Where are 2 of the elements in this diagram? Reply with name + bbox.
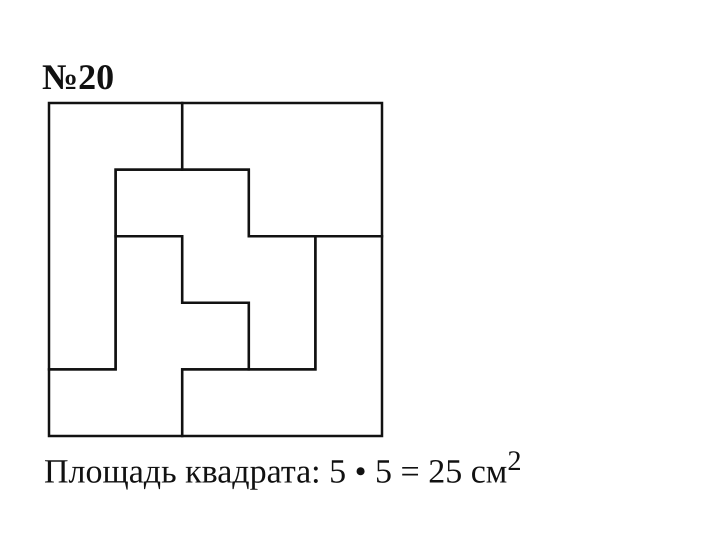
area-formula: Площадь квадрата: 5 • 5 = 25 см$^{2}$ <box>44 446 522 492</box>
problem-number: №20 <box>42 56 114 98</box>
